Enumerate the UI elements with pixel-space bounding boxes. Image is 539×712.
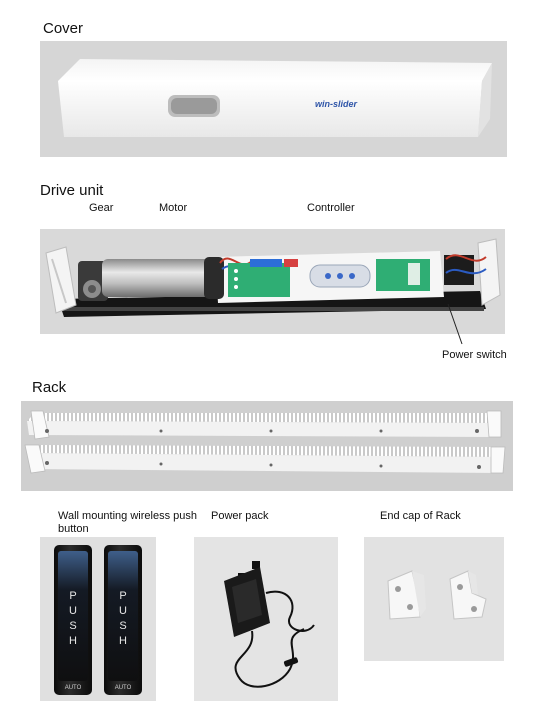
- label-controller: Controller: [307, 202, 355, 214]
- label-motor: Motor: [159, 202, 188, 214]
- label-power-switch: Power switch: [442, 349, 507, 361]
- section-title-cover: Cover: [43, 20, 84, 37]
- cover-photo: win-slider: [40, 41, 507, 157]
- drive-unit-photo: [40, 229, 505, 334]
- power-switch-pointer: [447, 303, 463, 345]
- end-cap-photo: [364, 537, 504, 661]
- section-title-drive-unit: Drive unit: [40, 182, 104, 199]
- push-button-left-mode: AUTO: [64, 685, 82, 691]
- cover-logo: win-slider: [315, 99, 358, 109]
- label-power-pack: Power pack: [211, 510, 269, 522]
- label-push-button: Wall mounting wireless push button: [58, 510, 197, 535]
- rack-photo: [21, 401, 513, 491]
- push-button-right-mode: AUTO: [114, 685, 132, 691]
- section-title-rack: Rack: [32, 379, 67, 396]
- power-pack-photo: [194, 537, 338, 701]
- label-end-cap: End cap of Rack: [380, 510, 461, 522]
- label-gear: Gear: [89, 202, 114, 214]
